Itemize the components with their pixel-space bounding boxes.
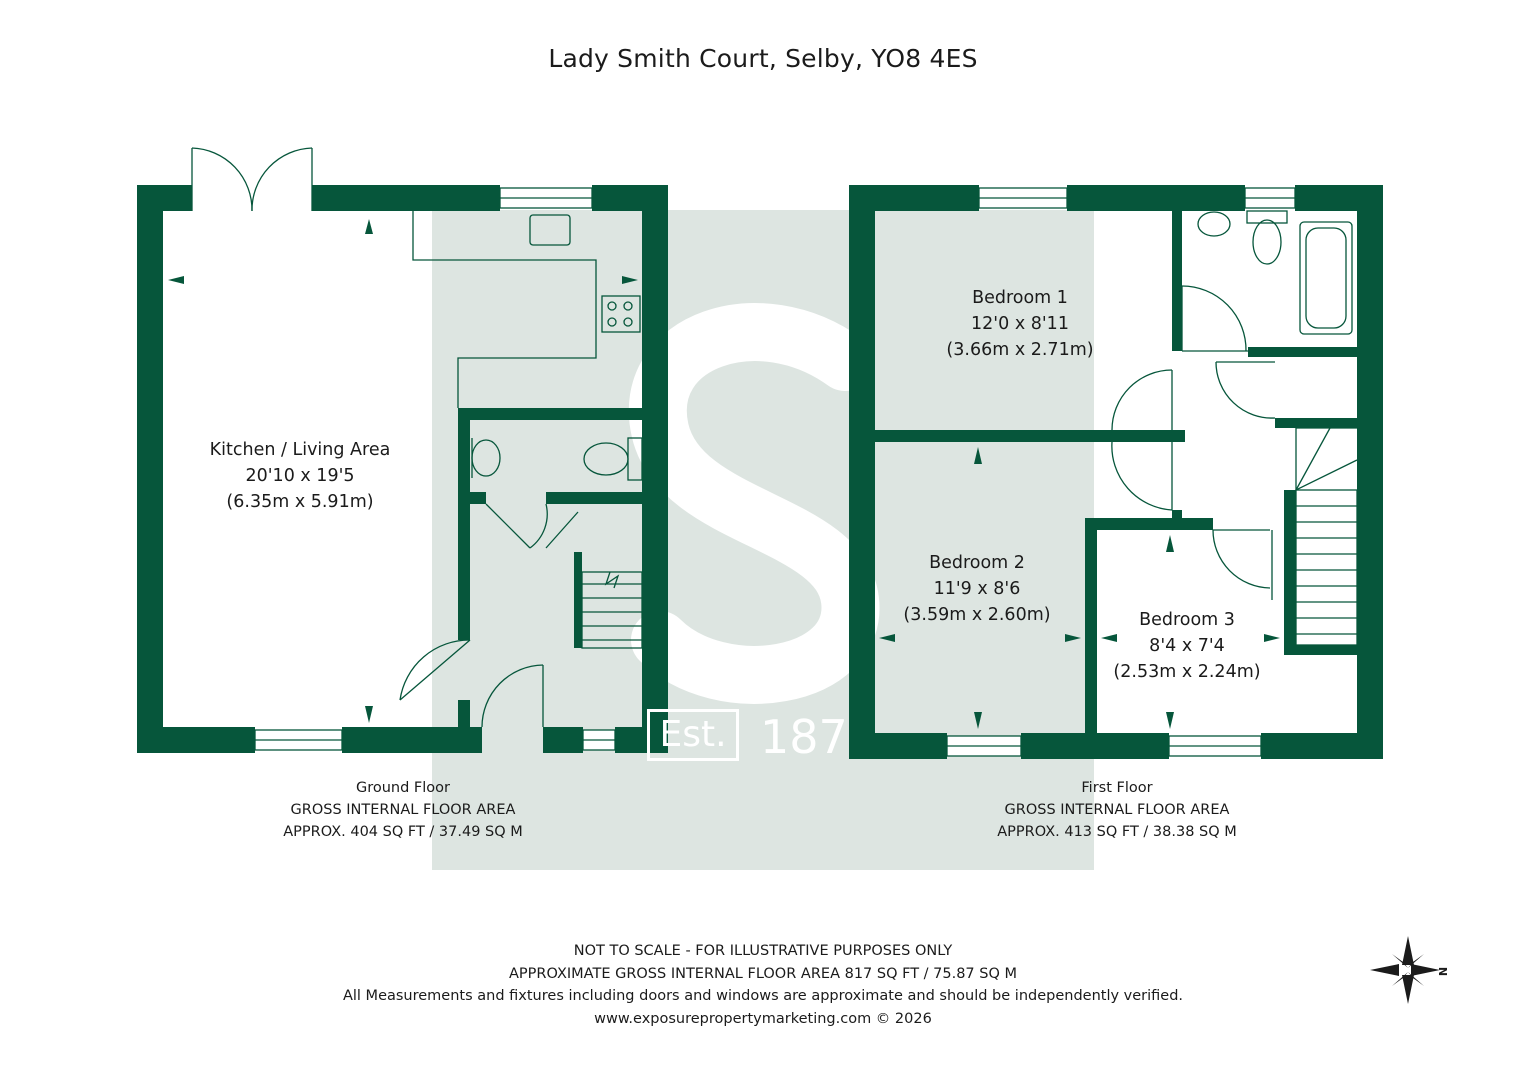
ff-wall-bottom-b (1021, 733, 1169, 759)
area-value: APPROX. 404 SQ FT / 37.49 SQ M (283, 824, 523, 840)
ff-basin (1197, 211, 1231, 237)
gf-sink (529, 214, 571, 246)
room-name: Kitchen / Living Area (209, 440, 391, 460)
ff-wall-stair-left (1284, 490, 1296, 650)
first-floor-caption: First Floor GROSS INTERNAL FLOOR AREA AP… (997, 777, 1237, 843)
floor-name: Ground Floor (355, 780, 451, 796)
room-label-bedroom-2: Bedroom 2 11'9 x 8'6 (3.59m x 2.60m) (903, 550, 1050, 628)
watermark-s-letter (628, 303, 880, 704)
ff-stairs (1295, 489, 1358, 646)
gf-wall-wc-bottom (470, 492, 486, 504)
footer-disclaimer: NOT TO SCALE - FOR ILLUSTRATIVE PURPOSES… (343, 940, 1183, 1030)
footer-line-2: APPROXIMATE GROSS INTERNAL FLOOR AREA 81… (508, 965, 1018, 982)
gf-toilet-bowl (583, 442, 629, 476)
gf-wall-wc-bottom-b (546, 492, 642, 504)
compass-north-label: N (1436, 966, 1450, 977)
ff-wall-right (1357, 185, 1383, 759)
gf-kitchen-counter (412, 211, 597, 408)
footer-line-4: www.exposurepropertymarketing.com © 2026 (594, 1010, 932, 1027)
ff-wall-top-b (1067, 185, 1245, 211)
ff-toilet-cistern (1246, 210, 1288, 224)
ff-wall-bath-left (1172, 211, 1182, 351)
room-imperial: 11'9 x 8'6 (933, 579, 1021, 599)
room-label-bedroom-3: Bedroom 3 8'4 x 7'4 (2.53m x 2.24m) (1113, 607, 1260, 685)
ff-wall-bottom-a (849, 733, 947, 759)
ff-wall-stub (1172, 510, 1182, 530)
gf-wall-top-mid (312, 185, 500, 211)
area-heading: GROSS INTERNAL FLOOR AREA (290, 802, 516, 818)
room-metric: (6.35m x 5.91m) (226, 492, 374, 512)
gf-wall-left (137, 185, 163, 753)
ground-floor-plan (137, 185, 668, 753)
footer-line-3: All Measurements and fixtures including … (342, 988, 1184, 1004)
ff-wall-bed2-right (1085, 518, 1097, 733)
gf-dimension-arrows (168, 219, 638, 723)
room-metric: (2.53m x 2.24m) (1113, 662, 1261, 682)
ff-toilet-bowl (1252, 219, 1282, 265)
gf-wall-stair (574, 552, 582, 648)
compass-rose-icon (1370, 936, 1440, 1004)
room-imperial: 8'4 x 7'4 (1149, 636, 1225, 656)
ff-wall-stair-bottom (1284, 645, 1357, 655)
gf-wall-bottom-b (342, 727, 482, 753)
ff-wall-left (849, 185, 875, 759)
first-floor-fixtures (946, 187, 1358, 757)
room-metric: (3.59m x 2.60m) (903, 605, 1051, 625)
room-metric: (3.66m x 2.71m) (946, 340, 1094, 360)
floor-name: First Floor (1081, 780, 1153, 796)
ff-wall-bottom-c (1261, 733, 1383, 759)
ff-bath (1299, 221, 1353, 335)
gf-wall-bottom-c (543, 727, 583, 753)
gf-wall-wc-left-stub (458, 700, 470, 728)
gf-wall-right (642, 185, 668, 753)
footer-line-1: NOT TO SCALE - FOR ILLUSTRATIVE PURPOSES… (573, 943, 953, 959)
gf-wall-bottom-a (137, 727, 255, 753)
gf-wall-bottom-d (615, 727, 668, 753)
room-name: Bedroom 2 (929, 553, 1025, 573)
ground-floor-fixtures (191, 147, 643, 751)
room-name: Bedroom 3 (1139, 610, 1235, 630)
room-imperial: 12'0 x 8'11 (971, 314, 1069, 334)
page-title: Lady Smith Court, Selby, YO8 4ES (548, 44, 978, 73)
gf-stairs (581, 571, 643, 649)
gf-hob (601, 295, 641, 333)
ff-wall-bed3-top (1085, 518, 1213, 530)
area-heading: GROSS INTERNAL FLOOR AREA (1004, 802, 1230, 818)
ff-wall-cupboard-bottom (1275, 418, 1357, 428)
ff-dimension-arrows (879, 447, 1280, 729)
room-name: Bedroom 1 (972, 288, 1068, 308)
ground-floor-caption: Ground Floor GROSS INTERNAL FLOOR AREA A… (283, 777, 523, 843)
ff-wall-bed1-bottom (875, 430, 1185, 442)
first-floor-plan (849, 185, 1383, 759)
room-imperial: 20'10 x 19'5 (245, 466, 355, 486)
ff-wall-bath-bottom (1248, 347, 1357, 357)
area-value: APPROX. 413 SQ FT / 38.38 SQ M (997, 824, 1237, 840)
room-label-kitchen-living: Kitchen / Living Area 20'10 x 19'5 (6.35… (210, 437, 391, 515)
gf-wall-wc-left (458, 408, 470, 640)
gf-wall-wc-top (458, 408, 650, 420)
watermark-est-box: Est. (647, 709, 739, 761)
watermark-year: 187 (760, 710, 848, 764)
room-label-bedroom-1: Bedroom 1 12'0 x 8'11 (3.66m x 2.71m) (946, 285, 1093, 363)
